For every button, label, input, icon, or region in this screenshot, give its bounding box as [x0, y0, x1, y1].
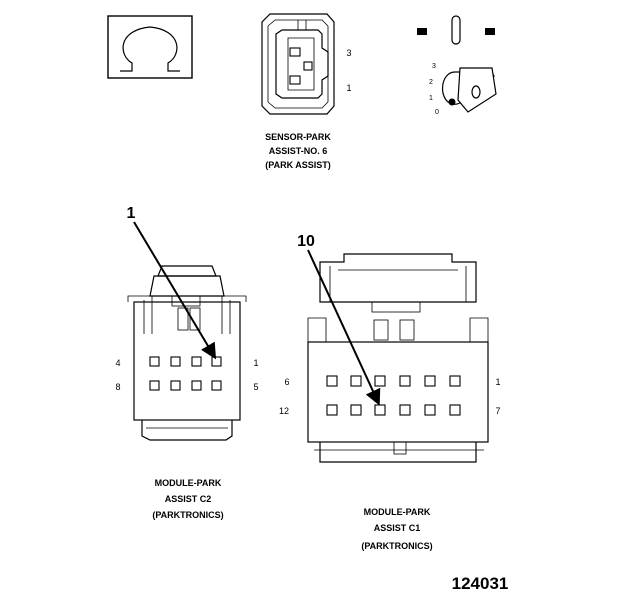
key-icon [457, 67, 497, 113]
module-c2-cavities [149, 356, 222, 391]
sensor-caption-line1: SENSOR-PARK [265, 132, 331, 142]
key-position-1: 1 [429, 95, 433, 102]
c1-callout-number: 10 [297, 233, 315, 250]
sensor-pin-3: 3 [346, 48, 351, 58]
c1-callout-arrow [307, 249, 381, 406]
key-position-3: 3 [432, 63, 436, 70]
sensor-connector [261, 13, 335, 115]
c2-caption-line2: ASSIST C2 [165, 494, 212, 504]
c1-caption-line3: (PARKTRONICS) [361, 541, 432, 551]
c1-pin-12: 12 [279, 406, 289, 416]
c1-caption-line1: MODULE-PARK [364, 507, 431, 517]
c2-pin-5: 5 [253, 382, 258, 392]
module-c1-cavities [326, 375, 461, 416]
module-c2-connector [127, 265, 247, 441]
c2-callout-number: 1 [127, 205, 136, 222]
ohm-symbol-box [107, 15, 193, 79]
c2-callout-arrow [133, 221, 217, 360]
figure-number: 124031 [452, 574, 509, 593]
c2-caption-line3: (PARKTRONICS) [152, 510, 223, 520]
c2-pin-8: 8 [115, 382, 120, 392]
omega-icon [120, 26, 180, 72]
sensor-caption-line2: ASSIST-NO. 6 [269, 146, 328, 156]
c2-caption-line1: MODULE-PARK [155, 478, 222, 488]
c1-pin-7: 7 [495, 406, 500, 416]
c2-pin-1: 1 [253, 358, 258, 368]
c1-caption-line2: ASSIST C1 [374, 523, 421, 533]
sensor-caption-line3: (PARK ASSIST) [265, 160, 331, 170]
key-position-2: 2 [429, 79, 433, 86]
sensor-pin-1: 1 [346, 83, 351, 93]
module-c1-connector [307, 253, 489, 463]
c1-pin-1: 1 [495, 377, 500, 387]
c2-pin-4: 4 [115, 358, 120, 368]
key-position-0: 0 [435, 109, 439, 116]
ignition-key-symbol [417, 15, 497, 113]
c1-pin-6: 6 [284, 377, 289, 387]
